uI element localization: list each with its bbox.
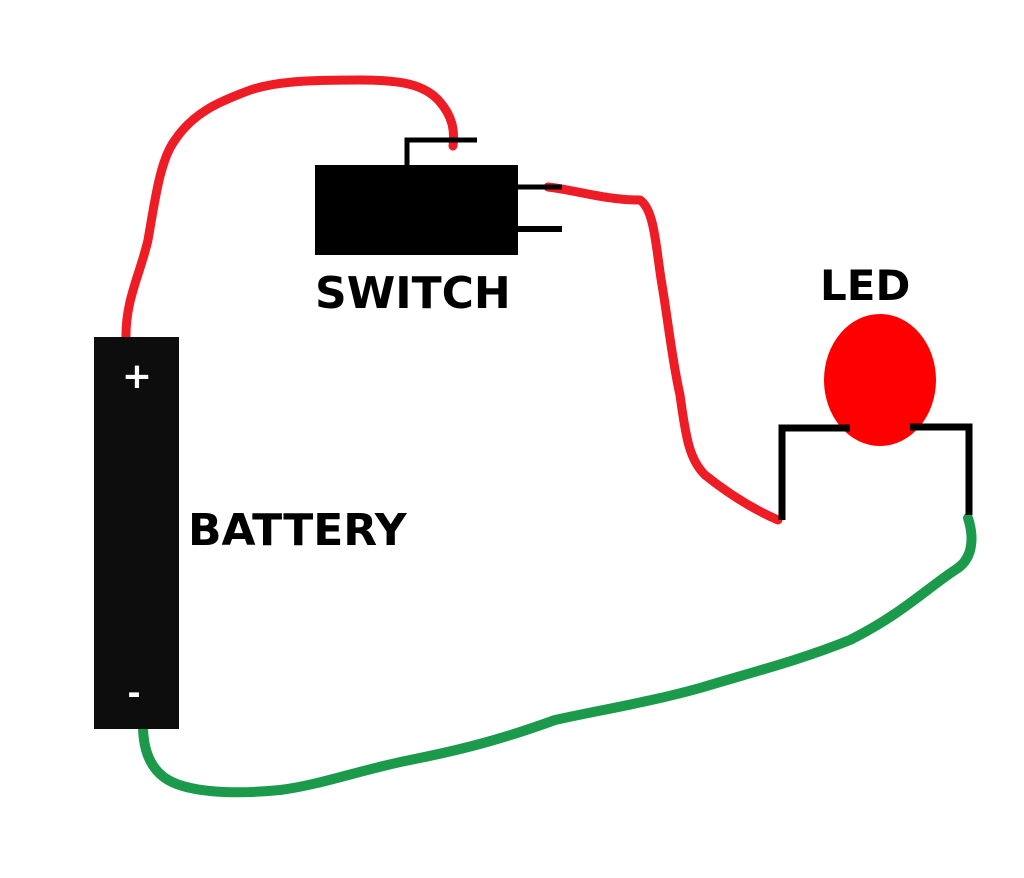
battery-plus-terminal: + — [122, 356, 152, 397]
battery-body — [94, 337, 179, 729]
battery: + - — [94, 337, 179, 729]
battery-label: BATTERY — [188, 505, 408, 556]
positive-wire-switch-to-led — [543, 182, 783, 525]
switch-label: SWITCH — [315, 268, 511, 319]
positive-wire-battery-to-switch — [121, 75, 459, 345]
switch — [315, 137, 562, 255]
switch-top-terminal — [404, 137, 477, 165]
negative-wire-led-to-battery — [138, 513, 977, 798]
led-label: LED — [820, 261, 910, 310]
led-right-leg — [910, 423, 973, 515]
led-body — [824, 314, 936, 446]
battery-minus-terminal: - — [127, 674, 140, 712]
led-left-leg — [778, 424, 850, 520]
led — [778, 314, 973, 520]
switch-body — [315, 165, 518, 255]
